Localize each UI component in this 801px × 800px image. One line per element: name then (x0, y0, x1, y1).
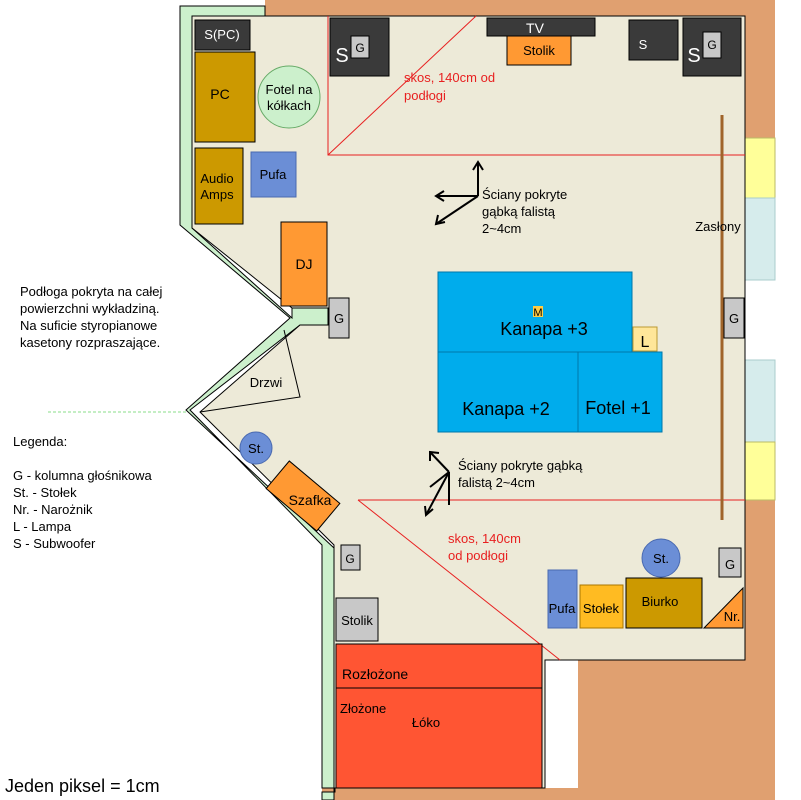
legend-entry: G - kolumna głośnikowa (13, 468, 152, 483)
skos-bottom-label-2: od podłogi (448, 548, 508, 563)
floor-note-line: Na suficie styropianowe (20, 318, 158, 333)
window-bottom (744, 441, 776, 501)
office-chair-label-2: kółkach (267, 98, 311, 113)
audio-amps-label-2: Amps (200, 187, 234, 202)
desk (625, 577, 703, 629)
foam-bottom-label-2: falistą 2~4cm (458, 475, 535, 490)
audio-amps-label-1: Audio (200, 171, 233, 186)
subwoofer-pc-label: S(PC) (204, 27, 239, 42)
sofa-3-label: Kanapa +3 (500, 319, 588, 339)
speaker-right (723, 297, 745, 339)
subwoofer-pc (194, 19, 251, 51)
door-label: Drzwi (250, 375, 283, 390)
speaker-bottom-right (718, 547, 742, 578)
foam-top-arrows (434, 160, 484, 226)
legend: Legenda: G - kolumna głośnikowa St. - St… (13, 433, 152, 552)
lamp-label: L (641, 334, 650, 351)
sofa-3-marker (533, 306, 543, 317)
office-chair (257, 65, 321, 129)
legend-entry: St. - Stołek (13, 485, 77, 500)
stool-left-label: St. (248, 441, 264, 456)
stool-right (641, 538, 681, 578)
tv-stand-label: Stolik (523, 43, 555, 58)
skos-top-label-1: skos, 140cm od (404, 70, 495, 85)
office-chair-label-1: Fotel na (266, 82, 314, 97)
floor-note-line: Podłoga pokryta na całej (20, 284, 163, 299)
pouf-left (250, 151, 297, 198)
floor-note-line: kasetony rozpraszające. (20, 335, 161, 350)
foam-top-label-3: 2~4cm (482, 221, 521, 236)
pouf-right-label: Pufa (549, 601, 577, 616)
pouf-right (547, 569, 578, 629)
subwoofer-left-label: S (335, 45, 348, 67)
pouf-left-label: Pufa (260, 167, 288, 182)
speaker-left (328, 297, 350, 339)
subwoofer-right-label: S (687, 45, 700, 67)
subwoofer-right-speaker (702, 31, 722, 59)
side-table (335, 597, 379, 642)
tv-stand (506, 35, 572, 66)
dj-label: DJ (295, 256, 312, 272)
sofa-3-marker-label: M (533, 307, 542, 319)
speaker-bottom-left-label: G (345, 552, 354, 566)
sofa-2 (437, 351, 579, 433)
subwoofer-right-speaker-label: G (707, 38, 716, 52)
stool-right-label: St. (653, 551, 669, 566)
sofa-2-label: Kanapa +2 (462, 399, 550, 419)
foam-bottom-label-1: Ściany pokryte gąbką (458, 458, 583, 473)
skos-top-label-2: podłogi (404, 88, 446, 103)
stool-left (239, 431, 273, 465)
foam-top-label-1: Ściany pokryte (482, 187, 567, 202)
subwoofer-left-speaker-label: G (355, 41, 364, 55)
corner-shelf (702, 586, 744, 629)
speaker-left-label: G (334, 311, 344, 326)
curtain-label: Zasłony (695, 219, 741, 234)
legend-entry: Nr. - Narożnik (13, 502, 93, 517)
scale-note: Jeden piksel = 1cm (5, 776, 160, 796)
window-top (744, 137, 776, 199)
floor-note: Podłoga pokryta na całej powierzchni wyk… (20, 283, 162, 351)
speaker-right-label: G (729, 311, 739, 326)
audio-amps (194, 147, 244, 225)
subwoofer-right-small (628, 19, 679, 61)
door-swing (199, 329, 301, 413)
pc-desk (194, 51, 256, 143)
legend-entry: S - Subwoofer (13, 536, 96, 551)
foam-bottom-arrows (424, 450, 450, 517)
floor-note-line: powierzchni wykładziną. (20, 301, 160, 316)
legend-entry: L - Lampa (13, 519, 72, 534)
corner-shelf-label: Nr. (724, 609, 741, 624)
speaker-bottom-right-label: G (725, 557, 735, 572)
stool-square (579, 584, 624, 629)
speaker-bottom-left (340, 544, 361, 571)
bed-folded-label: Złożone (340, 701, 386, 716)
legend-title: Legenda: (13, 434, 68, 449)
skos-bottom-diagonal (357, 499, 561, 661)
window-upper-pane (744, 197, 776, 281)
foam-top-label-2: gąbką falistą (482, 204, 556, 219)
cabinet-label: Szafka (289, 492, 332, 508)
bed-label: Łóko (412, 715, 440, 730)
cabinet (265, 460, 341, 532)
armchair (577, 351, 663, 433)
outer-wall-bottom (322, 788, 578, 800)
skos-bottom-label-1: skos, 140cm (448, 531, 521, 546)
subwoofer-right-small-label: S (639, 37, 648, 52)
armchair-label: Fotel +1 (585, 398, 651, 418)
desk-label: Biurko (642, 594, 679, 609)
stool-square-label: Stołek (583, 601, 620, 616)
bed-unfolded-label: Rozłożone (342, 666, 408, 682)
lamp (632, 326, 658, 352)
skos-top-diagonal (327, 15, 477, 156)
pc-label: PC (210, 86, 229, 102)
side-table-label: Stolik (341, 613, 373, 628)
dj-desk (280, 221, 328, 307)
outer-wall (265, 0, 775, 800)
bed (335, 643, 543, 789)
subwoofer-left-speaker (350, 35, 370, 59)
tv-label: TV (526, 20, 545, 36)
window-lower-pane (744, 359, 776, 443)
